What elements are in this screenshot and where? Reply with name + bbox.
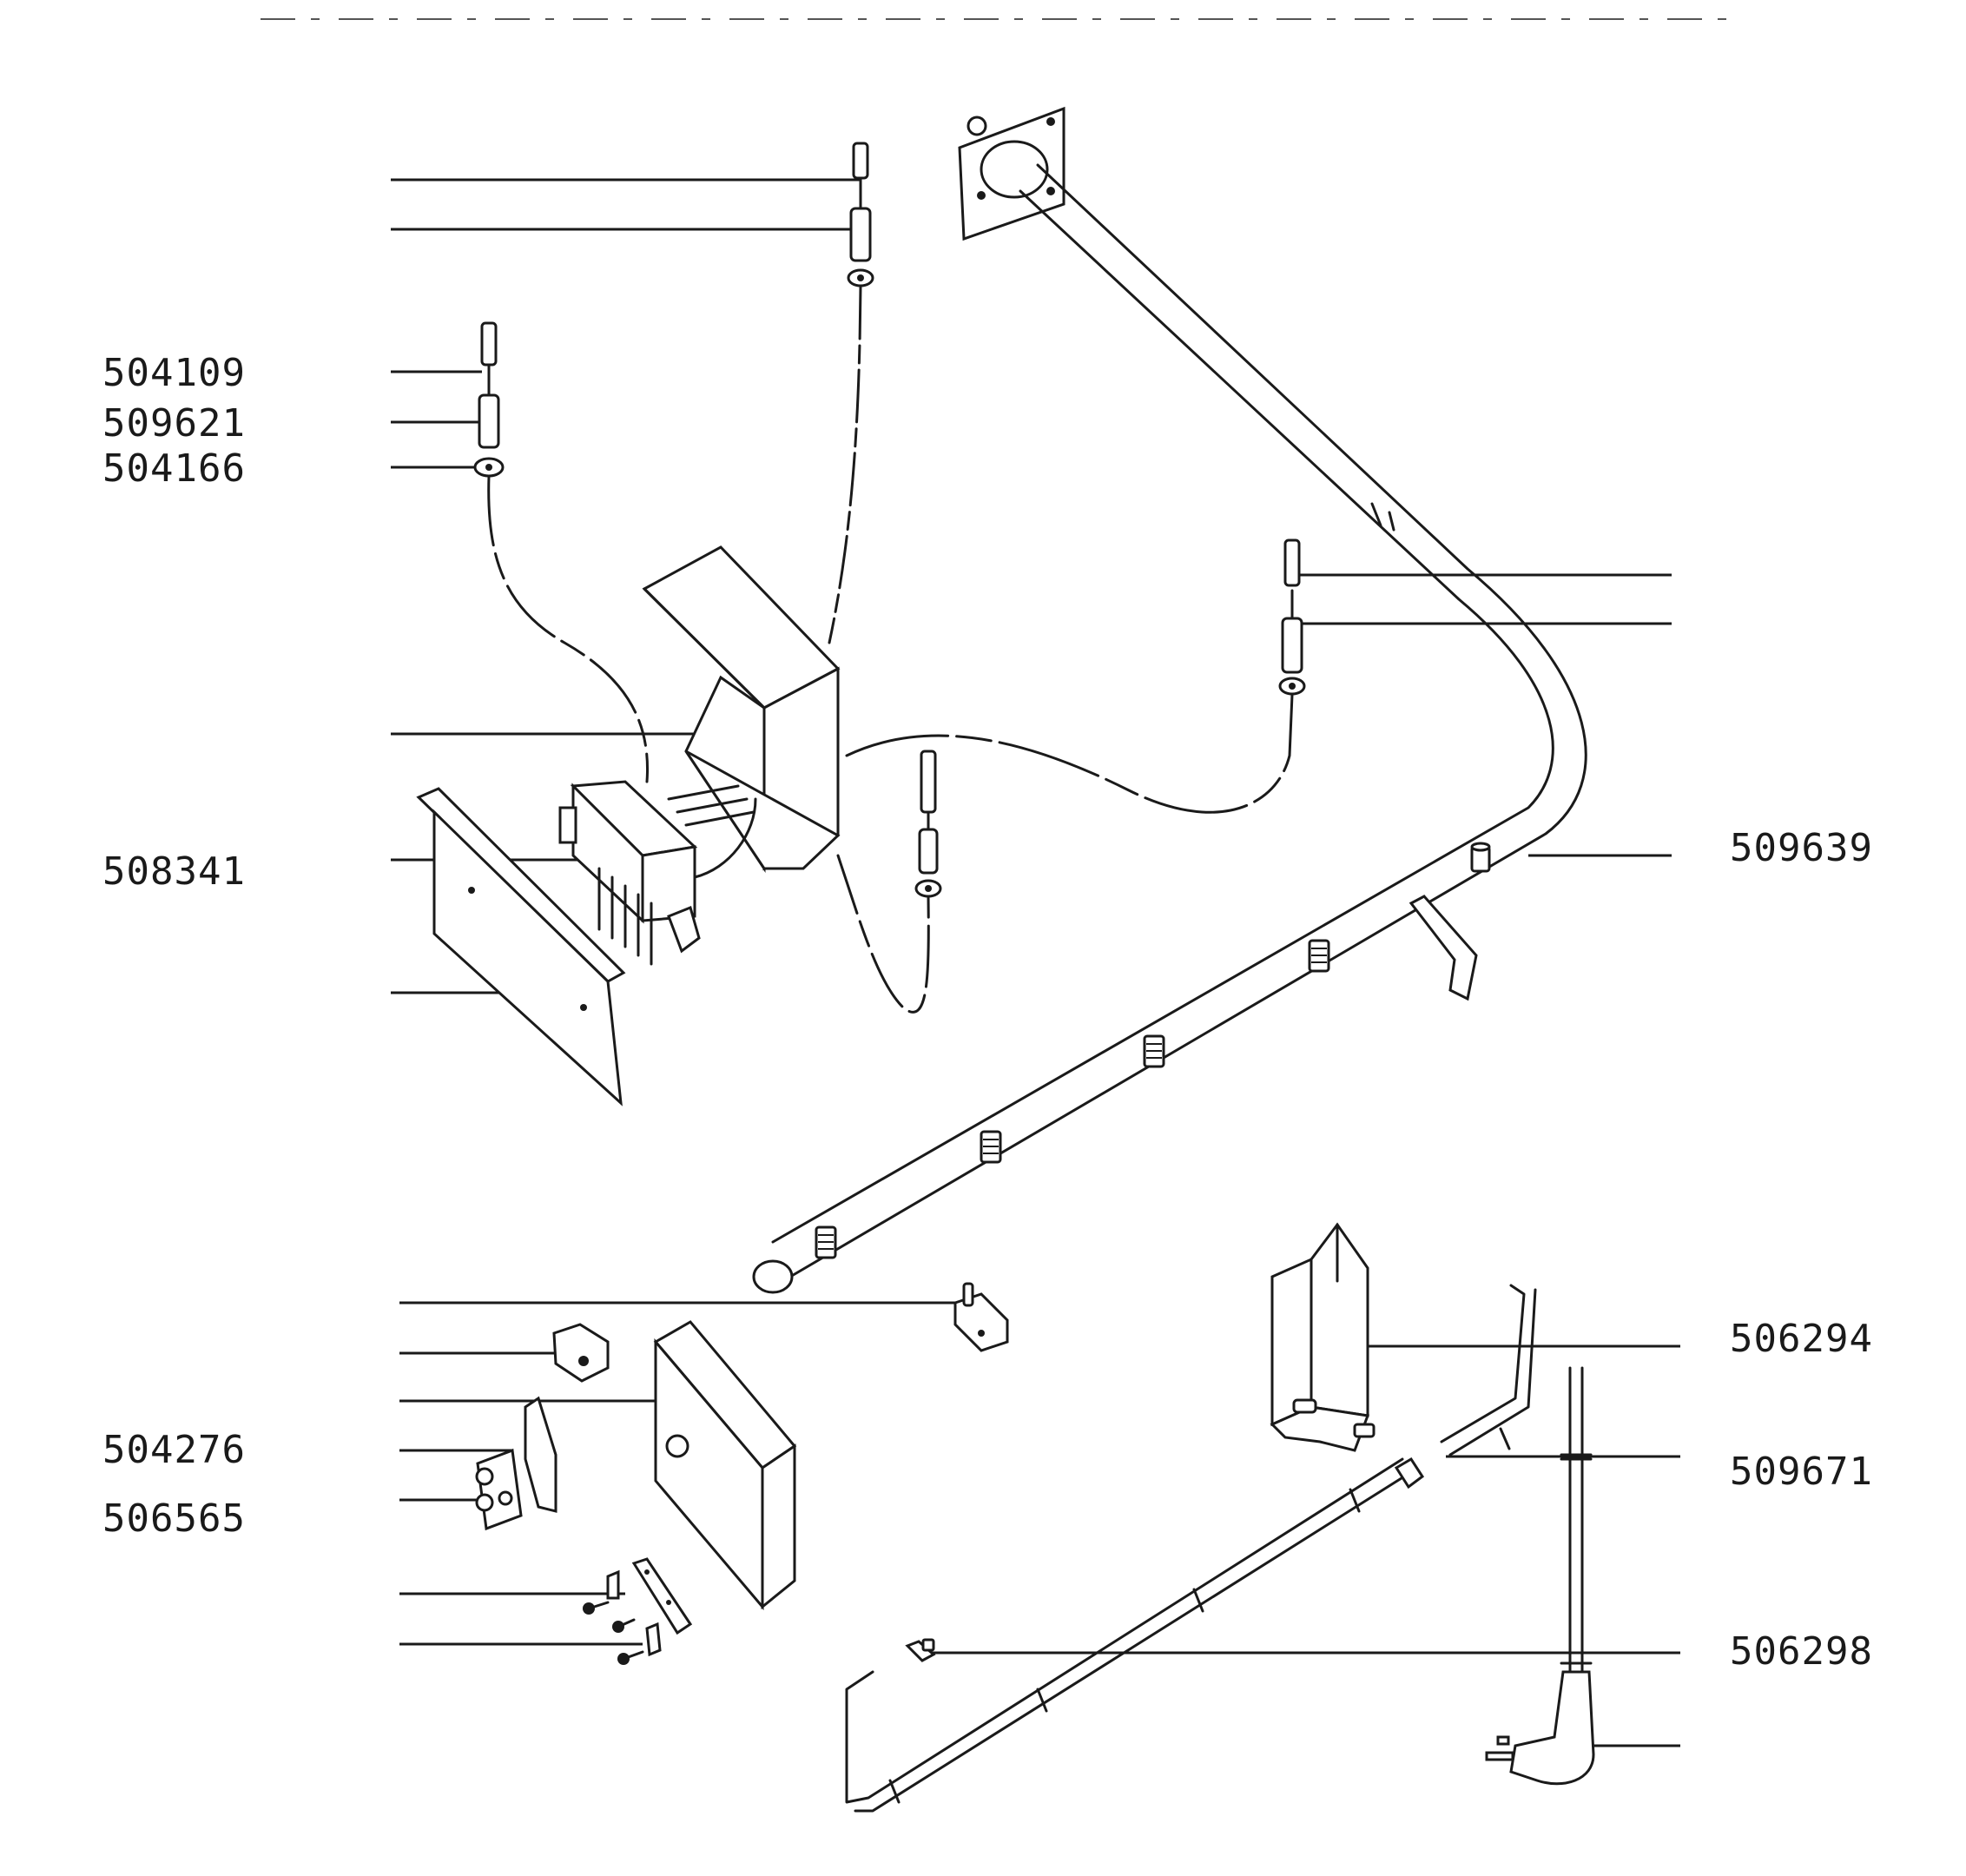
bracket-506294: [1270, 1222, 1376, 1452]
housing-cover: [642, 545, 841, 873]
terminal-block-504276: [475, 1396, 557, 1531]
burner-tube-509639: [752, 106, 1587, 1294]
part-label-504109: 504109: [102, 351, 246, 395]
part-label-504276: 504276: [102, 1428, 246, 1472]
nozzle: [815, 1225, 837, 1259]
wire-to-right-connector: [845, 538, 1306, 814]
part-label-504166: 504166: [102, 446, 246, 491]
part-label-509639: 509639: [1730, 826, 1873, 870]
mounting-plate: [416, 787, 626, 1106]
part-label-508341: 508341: [102, 849, 246, 894]
transformer-block-508341: [558, 780, 757, 966]
leader-lines: [391, 178, 1680, 1747]
nozzle: [1308, 939, 1330, 973]
micro-switch: [953, 1282, 1009, 1352]
left-connector-assembly: [473, 321, 650, 783]
thermocouple-509671: [845, 1284, 1537, 1813]
nozzle: [1470, 842, 1491, 873]
lower-middle-connector: [836, 750, 942, 1014]
part-label-509621: 509621: [102, 401, 246, 446]
nozzle: [980, 1130, 1002, 1164]
nozzle: [1143, 1034, 1165, 1068]
tube-bracket: [1409, 895, 1478, 1001]
part-label-509671: 509671: [1730, 1450, 1873, 1494]
knob: [552, 1323, 610, 1383]
power-cord-plug: [1485, 1366, 1595, 1786]
clips-and-screws: [583, 1557, 693, 1665]
part-label-506565: 506565: [102, 1496, 246, 1541]
top-connector-assembly: [828, 142, 874, 644]
burner-nozzles: [815, 842, 1491, 1259]
open-box: [653, 1320, 797, 1611]
part-label-506294: 506294: [1730, 1317, 1873, 1361]
part-label-506298: 506298: [1730, 1629, 1873, 1674]
